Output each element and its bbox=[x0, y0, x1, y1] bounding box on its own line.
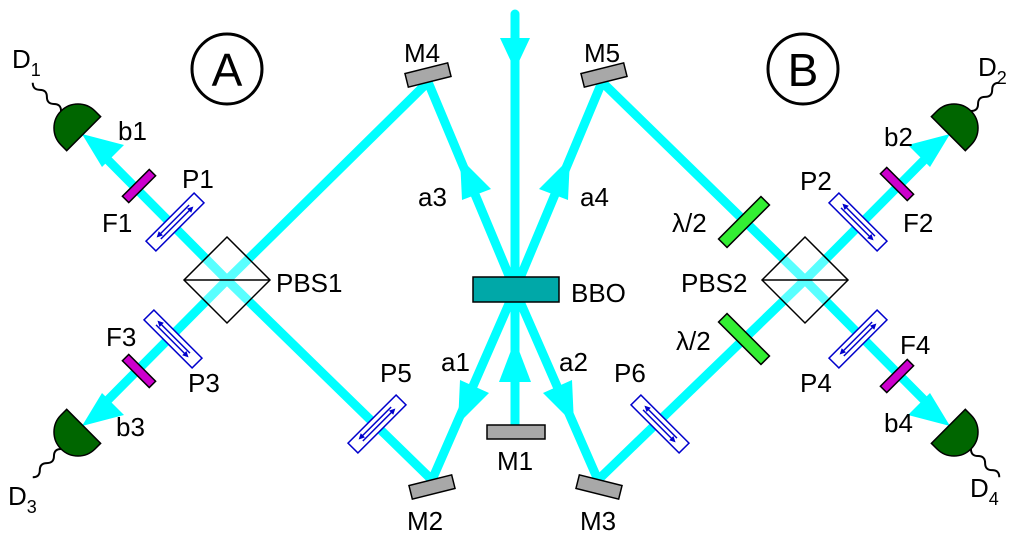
label-a4: a4 bbox=[580, 182, 609, 212]
label-m4: M4 bbox=[404, 38, 440, 68]
mirror-m1-icon bbox=[486, 424, 546, 440]
a3-arrow-icon bbox=[460, 158, 491, 200]
a1-arrow-icon bbox=[458, 380, 489, 424]
polarizer-p1-icon bbox=[144, 191, 206, 253]
filter-f2-icon bbox=[879, 166, 915, 202]
detectors bbox=[31, 81, 1001, 479]
filter-f4-icon bbox=[879, 358, 915, 394]
label-a2: a2 bbox=[559, 347, 588, 377]
pbs2-icon bbox=[760, 235, 850, 325]
label-pbs1: PBS1 bbox=[276, 268, 343, 298]
polarizer-p6-icon bbox=[629, 393, 691, 455]
label-p3: P3 bbox=[188, 368, 220, 398]
label-d3: D3 bbox=[8, 481, 37, 517]
label-f1: F1 bbox=[102, 208, 132, 238]
label-a1: a1 bbox=[441, 347, 470, 377]
polarizers bbox=[142, 191, 889, 455]
label-b3: b3 bbox=[116, 412, 145, 442]
b1-arrow-icon bbox=[82, 134, 124, 167]
beam-m3-pbs2 bbox=[593, 275, 810, 485]
station-b-label: B bbox=[788, 44, 819, 96]
bbo-crystal-icon bbox=[472, 276, 560, 303]
polarizer-p4-icon bbox=[827, 308, 889, 370]
a2-arrow-icon bbox=[543, 380, 574, 424]
station-a-label: A bbox=[212, 44, 243, 96]
label-m1: M1 bbox=[497, 446, 533, 476]
label-waveplate-lower: λ/2 bbox=[676, 326, 711, 356]
label-f4: F4 bbox=[900, 330, 930, 360]
detector-d4-icon bbox=[930, 408, 1001, 478]
label-pbs2: PBS2 bbox=[681, 268, 748, 298]
detector-d1-icon bbox=[31, 82, 102, 152]
label-f3: F3 bbox=[106, 322, 136, 352]
pbs1-icon bbox=[182, 235, 272, 325]
label-p4: P4 bbox=[800, 368, 832, 398]
label-b1: b1 bbox=[118, 116, 147, 146]
waveplates bbox=[717, 195, 771, 366]
mirror-m4-icon bbox=[404, 61, 452, 89]
label-m5: M5 bbox=[584, 38, 620, 68]
beam-a2 bbox=[510, 285, 603, 485]
label-b2: b2 bbox=[884, 122, 913, 152]
b3-arrow-icon bbox=[82, 393, 124, 426]
mirror-m2-icon bbox=[408, 473, 456, 501]
label-b4: b4 bbox=[884, 408, 913, 438]
beam-a1 bbox=[427, 285, 520, 485]
label-m3: M3 bbox=[580, 506, 616, 536]
mirror-m5-icon bbox=[580, 61, 628, 89]
label-d4: D4 bbox=[970, 473, 999, 509]
label-bbo: BBO bbox=[571, 278, 626, 308]
label-a3: a3 bbox=[418, 182, 447, 212]
label-waveplate-upper: λ/2 bbox=[672, 208, 707, 238]
text-labels: D1 D2 D3 D4 b1 b2 b3 b4 a1 a2 a3 a4 M1 M… bbox=[8, 38, 1007, 536]
label-p2: P2 bbox=[800, 166, 832, 196]
polarizer-p5-icon bbox=[346, 393, 408, 455]
label-circles bbox=[190, 32, 840, 106]
label-p5: P5 bbox=[380, 358, 412, 388]
beam-m5-pbs2 bbox=[597, 77, 810, 285]
filters bbox=[121, 166, 915, 394]
label-f2: F2 bbox=[903, 208, 933, 238]
label-d2: D2 bbox=[978, 52, 1007, 88]
polarizer-p3-icon bbox=[142, 308, 204, 370]
detector-d2-icon bbox=[930, 81, 1000, 152]
b4-arrow-icon bbox=[908, 393, 950, 426]
arrow-heads bbox=[82, 38, 950, 426]
circle-b bbox=[766, 32, 840, 106]
b2-arrow-icon bbox=[908, 134, 950, 167]
label-p6: P6 bbox=[614, 358, 646, 388]
pump-arrow-icon bbox=[500, 38, 530, 70]
a4-arrow-icon bbox=[539, 158, 570, 200]
label-p1: P1 bbox=[182, 164, 214, 194]
label-m2: M2 bbox=[407, 506, 443, 536]
filter-f3-icon bbox=[121, 353, 157, 389]
waveplate-upper-icon bbox=[717, 195, 771, 249]
mirrors bbox=[404, 61, 628, 501]
filter-f1-icon bbox=[121, 168, 157, 204]
circle-a bbox=[190, 32, 264, 106]
m1-return-arrow-icon bbox=[499, 340, 531, 382]
beam-m2-pbs1 bbox=[222, 275, 437, 485]
label-d1: D1 bbox=[12, 44, 41, 80]
detector-d3-icon bbox=[32, 408, 102, 479]
beam-m4-pbs1 bbox=[222, 77, 433, 285]
mirror-m3-icon bbox=[575, 473, 623, 501]
polarizer-p2-icon bbox=[827, 191, 889, 253]
waveplate-lower-icon bbox=[717, 312, 771, 366]
